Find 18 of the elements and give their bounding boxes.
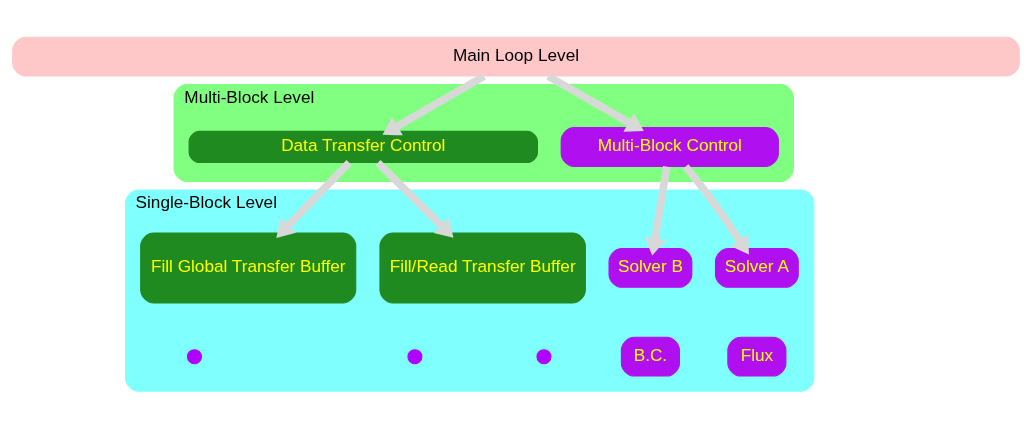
arrow (276, 159, 352, 238)
arrow (682, 163, 749, 255)
arrow (382, 72, 486, 135)
node-circle (536, 348, 552, 364)
arrow (546, 72, 644, 132)
node-box: Main Loop Level (12, 36, 1020, 77)
node-circle (407, 348, 423, 364)
node-box: Solver A (714, 247, 799, 288)
node-box: Solver B (608, 247, 693, 288)
node-box: Flux (727, 336, 787, 377)
arrow (644, 165, 671, 256)
node-circle (186, 348, 202, 364)
node-box: Multi-Block Control (560, 126, 779, 167)
node-box: Data Transfer Control (188, 130, 539, 163)
node-box: Fill/Read Transfer Buffer (379, 232, 586, 303)
node-box: Fill Global Transfer Buffer (140, 232, 357, 303)
node-box: B.C. (620, 336, 680, 377)
arrow (375, 159, 454, 238)
